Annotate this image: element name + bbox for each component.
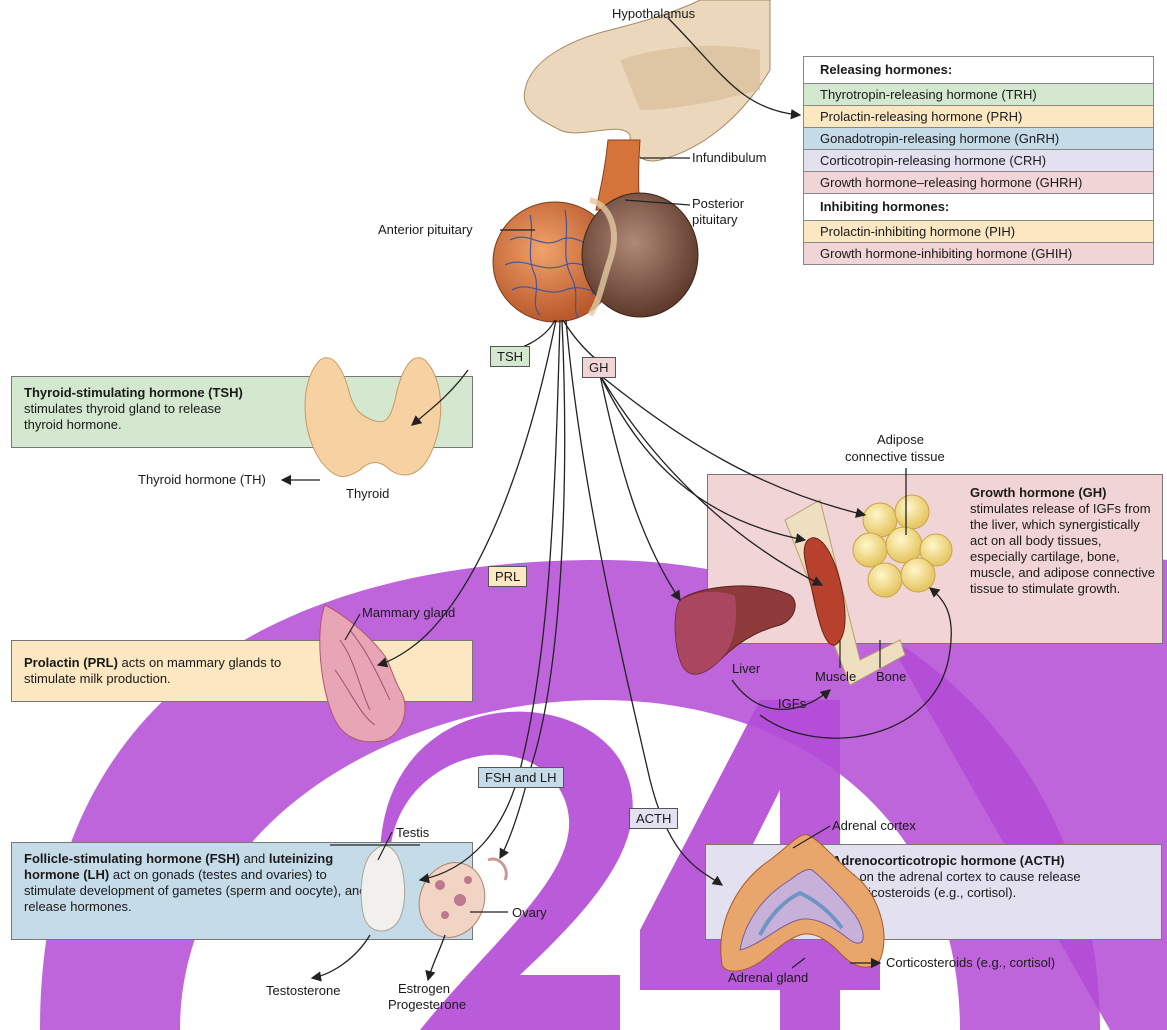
tag-tsh: TSH	[490, 346, 530, 367]
label-thyroid-hormone: Thyroid hormone (TH)	[138, 472, 266, 487]
thyroid-gland	[305, 358, 441, 477]
label-adrenal-gland: Adrenal gland	[728, 970, 808, 985]
inhibiting-hormones-title: Inhibiting hormones:	[803, 193, 1154, 220]
label-anterior-pituitary: Anterior pituitary	[378, 222, 473, 237]
legend-row-trh: Thyrotropin-releasing hormone (TRH)	[803, 83, 1154, 105]
label-posterior-pituitary-line2: pituitary	[692, 212, 738, 227]
label-infundibulum: Infundibulum	[692, 150, 766, 165]
label-mammary-gland: Mammary gland	[362, 605, 455, 620]
legend-row-ghih: Growth hormone-inhibiting hormone (GHIH)	[803, 242, 1154, 265]
label-igfs: IGFs	[778, 696, 806, 711]
legend-row-crh: Corticotropin-releasing hormone (CRH)	[803, 149, 1154, 171]
legend-row-prh: Prolactin-releasing hormone (PRH)	[803, 105, 1154, 127]
testis	[361, 846, 404, 931]
hypothalamic-hormones-legend: Releasing hormones: Thyrotropin-releasin…	[803, 56, 1154, 265]
label-posterior-pituitary-line1: Posterior	[692, 196, 744, 211]
label-muscle: Muscle	[815, 669, 856, 684]
tag-gh: GH	[582, 357, 616, 378]
label-hypothalamus: Hypothalamus	[612, 6, 695, 21]
legend-row-gnrh: Gonadotropin-releasing hormone (GnRH)	[803, 127, 1154, 149]
label-adipose-line2: connective tissue	[845, 449, 945, 464]
label-ovary: Ovary	[512, 905, 547, 920]
label-bone: Bone	[876, 669, 906, 684]
label-testis: Testis	[396, 825, 429, 840]
label-testosterone: Testosterone	[266, 983, 340, 998]
label-liver: Liver	[732, 661, 760, 676]
tag-prl: PRL	[488, 566, 527, 587]
ovary	[409, 853, 495, 946]
label-corticosteroids: Corticosteroids (e.g., cortisol)	[886, 955, 1055, 970]
tag-acth: ACTH	[629, 808, 678, 829]
label-progesterone: Progesterone	[388, 997, 466, 1012]
mammary-gland	[320, 605, 405, 742]
releasing-hormones-title: Releasing hormones:	[803, 56, 1154, 83]
label-estrogen: Estrogen	[398, 981, 450, 996]
legend-row-pih: Prolactin-inhibiting hormone (PIH)	[803, 220, 1154, 242]
muscle	[804, 538, 845, 645]
legend-row-ghrh: Growth hormone–releasing hormone (GHRH)	[803, 171, 1154, 193]
adipose-cells	[853, 495, 952, 597]
tag-fsh-lh: FSH and LH	[478, 767, 564, 788]
label-thyroid: Thyroid	[346, 486, 389, 501]
label-adrenal-cortex: Adrenal cortex	[832, 818, 916, 833]
label-adipose-line1: Adipose	[877, 432, 924, 447]
